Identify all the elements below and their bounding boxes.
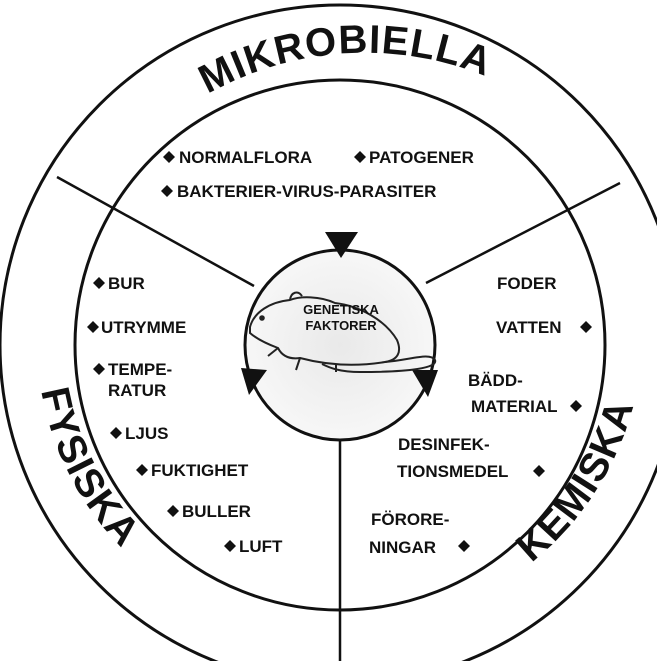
- bullet-diamond: [354, 151, 366, 163]
- item-utrymme: UTRYMME: [101, 318, 186, 337]
- bullet-diamond: [458, 540, 470, 552]
- item-fororeningar-line2: NINGAR: [369, 538, 436, 557]
- bullet-diamond: [136, 464, 148, 476]
- bullet-diamond: [93, 363, 105, 375]
- bullet-diamond: [87, 321, 99, 333]
- bullet-diamond: [110, 427, 122, 439]
- item-fuktighet: FUKTIGHET: [151, 461, 249, 480]
- item-vatten: VATTEN: [496, 318, 561, 337]
- center-label-line2: FAKTORER: [305, 318, 377, 333]
- bullet-diamond: [93, 277, 105, 289]
- item-ljus: LJUS: [125, 424, 168, 443]
- item-bakterier-virus-parasiter: BAKTERIER-VIRUS-PARASITER: [177, 182, 436, 201]
- item-bur: BUR: [108, 274, 145, 293]
- bullet-diamond: [224, 540, 236, 552]
- item-temperatur-line2: RATUR: [108, 381, 166, 400]
- item-fororeningar-line1: FÖRORE-: [371, 510, 449, 529]
- bullet-diamond: [163, 151, 175, 163]
- item-normalflora: NORMALFLORA: [179, 148, 312, 167]
- item-desinfektionsmedel-line2: TIONSMEDEL: [397, 462, 508, 481]
- bullet-diamond: [167, 505, 179, 517]
- item-foder: FODER: [497, 274, 557, 293]
- bullet-diamond: [570, 400, 582, 412]
- item-temperatur-line1: TEMPE-: [108, 360, 172, 379]
- item-badd-line2: MATERIAL: [471, 397, 558, 416]
- ring-title-kemiska: KEMISKA: [508, 394, 642, 570]
- item-desinfektionsmedel-line1: DESINFEK-: [398, 435, 490, 454]
- item-buller: BULLER: [182, 502, 251, 521]
- divider-right: [426, 183, 620, 283]
- ring-title-fysiska: FYSISKA: [32, 383, 148, 555]
- bullet-diamond: [161, 185, 173, 197]
- ring-title-mikrobiella: MIKROBIELLA: [192, 18, 498, 102]
- bullet-diamond: [580, 321, 592, 333]
- item-badd-line1: BÄDD-: [468, 371, 523, 390]
- inner-circle: [245, 250, 435, 440]
- center-label-line1: GENETISKA: [303, 302, 379, 317]
- item-luft: LUFT: [239, 537, 283, 556]
- bullet-diamond: [533, 465, 545, 477]
- item-patogener: PATOGENER: [369, 148, 474, 167]
